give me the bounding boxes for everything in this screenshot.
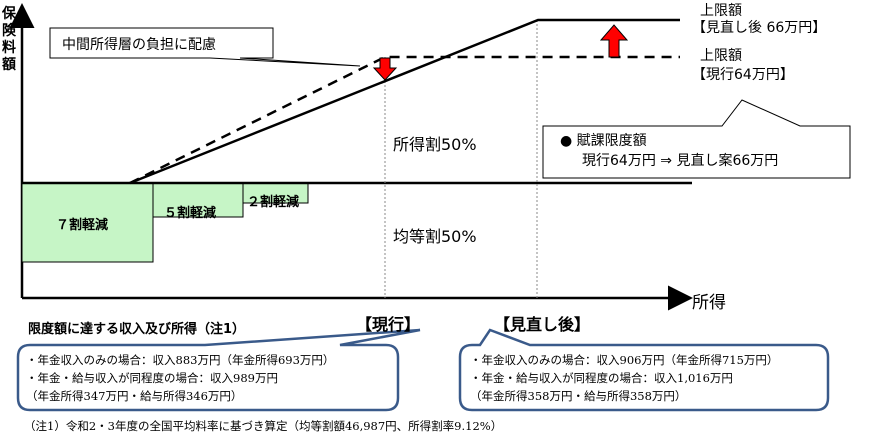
x-axis-label: 所得 [692, 293, 726, 313]
premium-line-new [129, 18, 680, 185]
reduction-2-label: ２割軽減 [247, 195, 300, 210]
equal-share-label: 均等割50% [393, 227, 477, 246]
limit-box-frame [542, 99, 851, 179]
current-bubble [16, 328, 421, 412]
new-bubble [458, 328, 830, 412]
callout-middle-box [49, 27, 361, 67]
up-arrow-icon [599, 24, 629, 58]
limit-box-text: 現行64万円 ⇒ 見直し案66万円 [582, 153, 779, 169]
down-arrow-icon [372, 57, 398, 81]
marker-current: 【現行】 [356, 315, 421, 334]
limit-box-title: ● 賦課限度額 [560, 133, 647, 149]
new-line: ・年金・給与収入が同程度の場合：収入1,016万円 [470, 371, 733, 385]
y-axis-label: 保険料額 [2, 6, 16, 73]
new-line: （年金所得358万円・給与所得358万円） [470, 389, 687, 403]
upper-limit-new-title: 上限額 [700, 3, 742, 19]
limit-box: ● 賦課限度額現行64万円 ⇒ 見直し案66万円 [560, 131, 778, 171]
new-line: ・年金収入のみの場合：収入906万円（年金所得715万円） [470, 353, 779, 367]
marker-new: 【見直し後】 [494, 315, 591, 334]
reduction-7 [21, 182, 154, 263]
current-line: ・年金・給与収入が同程度の場合：収入989万円 [26, 371, 278, 385]
new-bubble-text: ・年金収入のみの場合：収入906万円（年金所得715万円） ・年金・給与収入が同… [470, 351, 778, 405]
upper-limit-new: 上限額【見直し後 66万円】 [692, 3, 826, 37]
income-share-label: 所得割50% [393, 135, 477, 154]
upper-limit-current-value: 【現行64万円】 [692, 67, 794, 83]
footnote: （注1）令和2・3年度の全国平均料率に基づき算定（均等割額46,987円、所得割… [24, 419, 503, 433]
callout-middle-text: 中間所得層の負担に配慮 [62, 37, 216, 53]
income-heading: 限度額に達する収入及び所得（注1） [28, 322, 246, 337]
upper-limit-new-value: 【見直し後 66万円】 [692, 20, 827, 36]
current-line: （年金所得347万円・給与所得346万円） [26, 389, 243, 403]
premium-line-current [129, 55, 680, 185]
reduction-5-label: ５割軽減 [164, 206, 217, 221]
current-bubble-text: ・年金収入のみの場合：収入883万円（年金所得693万円） ・年金・給与収入が同… [26, 351, 334, 405]
reduction-7-label: ７割軽減 [56, 218, 109, 233]
upper-limit-current-title: 上限額 [700, 48, 742, 64]
upper-limit-current: 上限額【現行64万円】 [692, 47, 794, 85]
current-line: ・年金収入のみの場合：収入883万円（年金所得693万円） [26, 353, 335, 367]
